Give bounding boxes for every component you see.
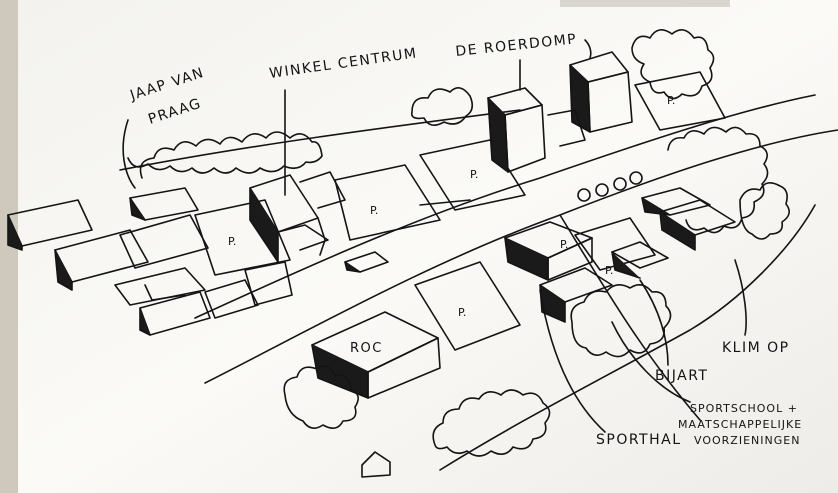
label-klim-op: KLIM OP bbox=[722, 340, 790, 356]
winkel-centrum-building bbox=[249, 171, 346, 263]
parking-mark: P. bbox=[470, 168, 478, 181]
label-sportschool-line1: SPORTSCHOOL + bbox=[690, 402, 798, 415]
biljart-building bbox=[611, 241, 669, 279]
parking-lot-4 bbox=[414, 261, 521, 351]
tree-row-northeast bbox=[631, 29, 715, 100]
de-roerdomp-towers bbox=[487, 51, 633, 173]
tree-cluster-roc bbox=[283, 365, 359, 429]
leader-roerdomp bbox=[519, 39, 592, 91]
tree-row-far-east bbox=[739, 182, 790, 240]
tree-row-east bbox=[667, 126, 769, 234]
binder-strip bbox=[560, 0, 730, 7]
leader-sportschool bbox=[611, 321, 691, 403]
leader-biljart bbox=[639, 279, 669, 366]
label-sportschool-line2: MAATSCHAPPELIJKE bbox=[678, 418, 802, 431]
jaap-van-praag-buildings bbox=[7, 187, 293, 336]
parking-lot-2 bbox=[334, 164, 441, 241]
tree-row-north-2 bbox=[410, 87, 474, 126]
tree-row-center bbox=[570, 284, 672, 358]
parking-mark: P. bbox=[667, 94, 675, 107]
small-house bbox=[361, 451, 391, 478]
parking-lot-6 bbox=[634, 71, 726, 131]
tree-row-north bbox=[127, 131, 323, 179]
parking-lot-3 bbox=[419, 139, 526, 211]
sporthal-building bbox=[504, 221, 593, 281]
parking-mark: P. bbox=[458, 306, 466, 319]
small-building bbox=[344, 251, 389, 273]
leader-klimop bbox=[734, 259, 747, 336]
tree-row-south bbox=[432, 389, 551, 457]
klim-op-buildings bbox=[641, 187, 736, 251]
side-road bbox=[419, 199, 471, 206]
parking-mark: P. bbox=[228, 235, 236, 248]
paper-shadow-left bbox=[0, 0, 18, 493]
secondary-road bbox=[559, 214, 701, 421]
parking-mark: P. bbox=[605, 264, 613, 277]
back-road bbox=[119, 109, 521, 171]
roc-building bbox=[311, 311, 441, 399]
label-roc: ROC bbox=[350, 341, 383, 356]
label-biljart: BIJART bbox=[655, 368, 708, 384]
parking-lot-1 bbox=[194, 199, 291, 276]
parking-mark: P. bbox=[560, 238, 568, 251]
label-sportschool-line3: VOORZIENINGEN bbox=[694, 434, 800, 447]
tree-dots bbox=[577, 171, 643, 202]
leader-jaap bbox=[122, 119, 136, 189]
south-curve-road bbox=[439, 204, 816, 471]
parking-mark: P. bbox=[370, 204, 378, 217]
paper-sheet bbox=[14, 0, 838, 493]
label-sporthal: SPORTHAL bbox=[596, 432, 682, 448]
leader-sporthal bbox=[539, 289, 606, 433]
main-road-upper-edge bbox=[194, 94, 816, 319]
